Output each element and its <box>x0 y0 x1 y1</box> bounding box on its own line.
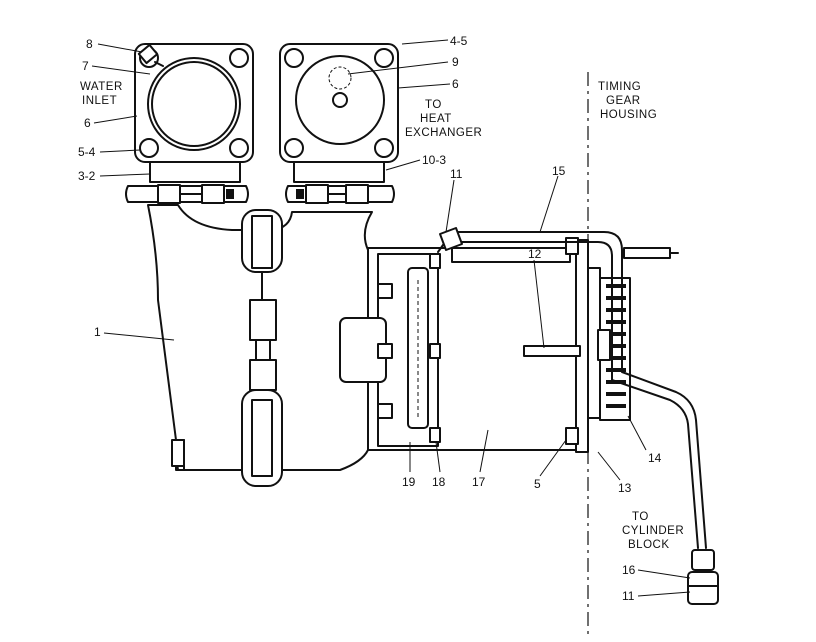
callout-10-3: 10-3 <box>422 153 446 167</box>
callout-13: 13 <box>618 481 632 495</box>
callout-5-bottom: 5 <box>534 477 541 491</box>
water-inlet-label-line2: INLET <box>82 95 117 107</box>
callout-4-5: 4-5 <box>450 34 468 48</box>
callout-18: 18 <box>432 475 446 489</box>
callout-1: 1 <box>94 325 101 339</box>
timing-gear-housing-label-line2: GEAR <box>606 95 641 107</box>
to-cylinder-block-label-line2: CYLINDER <box>622 525 684 537</box>
leader-lines <box>91 39 691 597</box>
to-cylinder-block-label-line3: BLOCK <box>628 539 670 551</box>
callout-7: 7 <box>82 59 89 73</box>
pump-rear-housing <box>339 237 589 453</box>
callout-6-right: 6 <box>452 77 459 91</box>
callout-14: 14 <box>648 451 662 465</box>
pump-body <box>147 204 373 487</box>
right-hose-clamp <box>285 184 395 204</box>
callout-15: 15 <box>552 164 566 178</box>
to-heat-exchanger-label-line2: HEAT <box>420 113 452 125</box>
callout-11-top: 11 <box>450 167 463 181</box>
timing-gear-housing-label-line1: TIMING <box>598 81 641 93</box>
callout-3-2: 3-2 <box>78 169 96 183</box>
callout-6-left: 6 <box>84 116 91 130</box>
callout-8: 8 <box>86 37 93 51</box>
callout-19: 19 <box>402 475 416 489</box>
water-inlet-flange <box>134 43 254 183</box>
callout-16: 16 <box>622 563 636 577</box>
callout-12: 12 <box>528 247 542 261</box>
callout-11-bottom: 11 <box>622 589 635 603</box>
to-heat-exchanger-label-line3: EXCHANGER <box>405 127 482 139</box>
timing-gear-housing-label-line3: HOUSING <box>600 109 657 121</box>
water-inlet-label-line1: WATER <box>80 81 123 93</box>
bottom-fitting <box>687 549 719 605</box>
callout-17: 17 <box>472 475 486 489</box>
to-cylinder-block-label-line1: TO <box>632 511 649 523</box>
callout-5-4: 5-4 <box>78 145 96 159</box>
oil-line-tube <box>439 227 707 549</box>
callout-9: 9 <box>452 55 459 69</box>
left-hose-clamp <box>125 184 249 204</box>
heat-exchanger-flange <box>279 43 399 183</box>
to-heat-exchanger-label-line1: TO <box>425 99 442 111</box>
drain-plug <box>137 43 164 67</box>
drive-gear <box>587 267 631 421</box>
